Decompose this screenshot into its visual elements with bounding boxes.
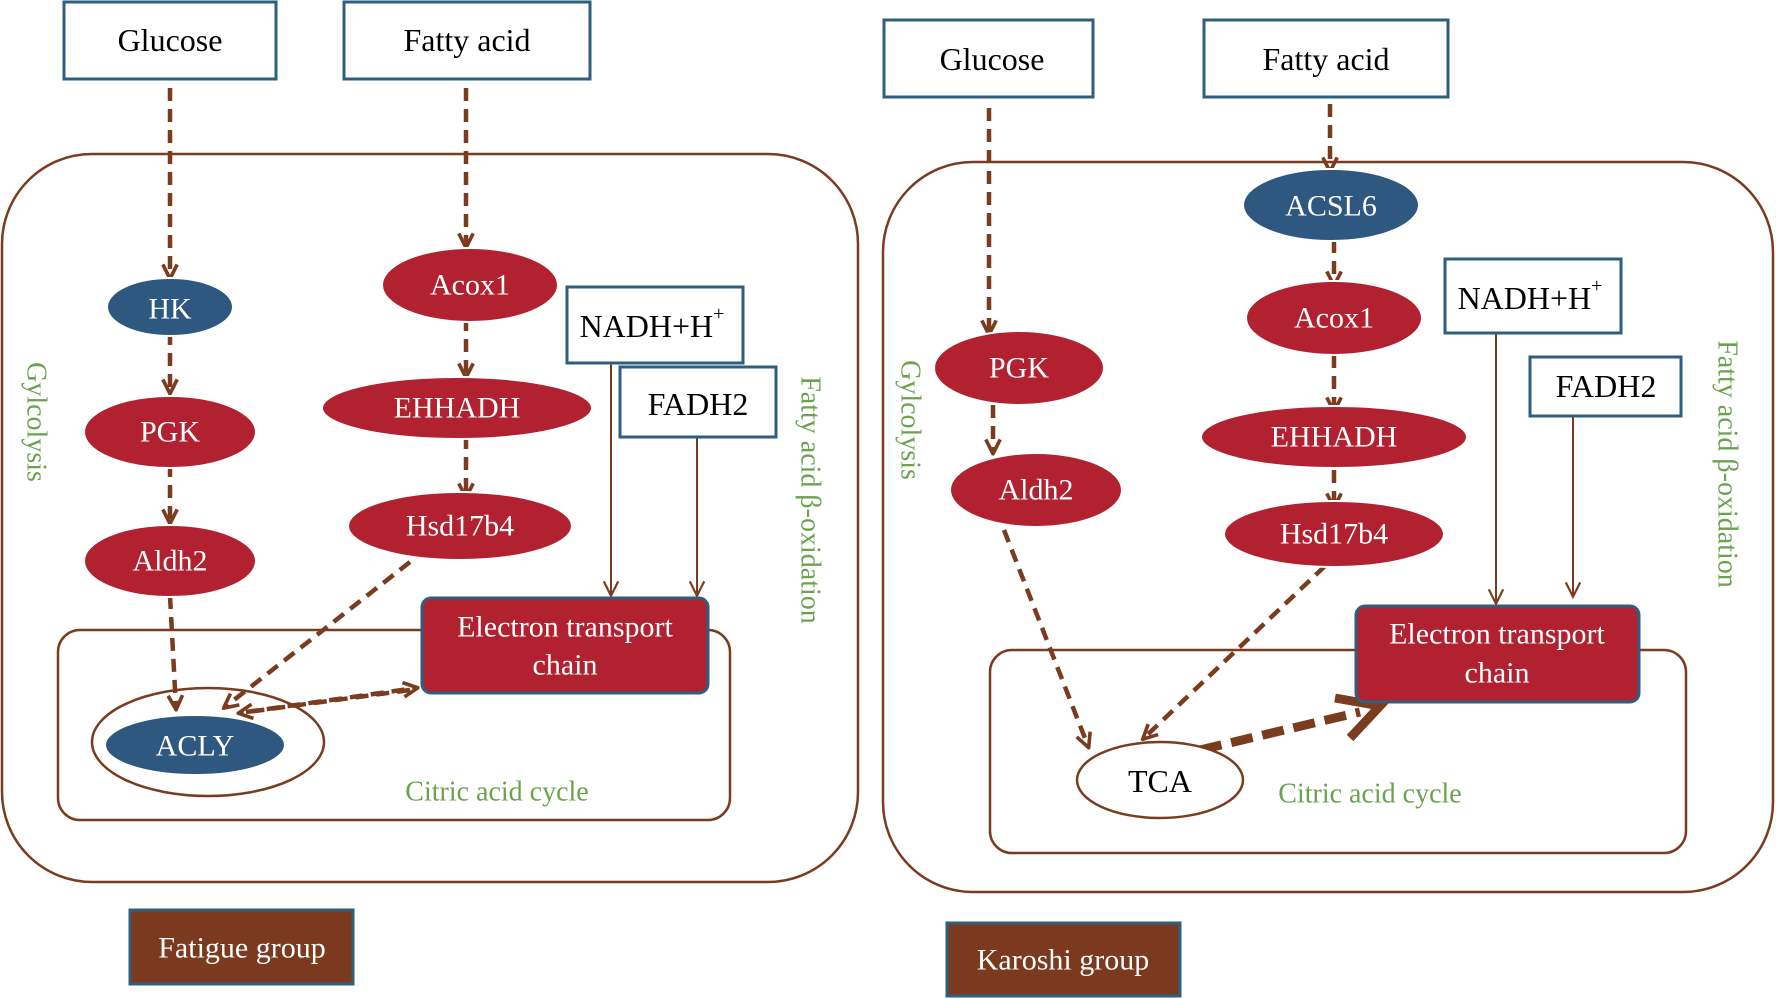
citric-acid-cycle-label: Citric acid cycle [405, 777, 588, 808]
etc-label-line1: Electron transport [457, 611, 673, 644]
glucose-box [62, 0, 278, 81]
ehhadh-enzyme [321, 376, 593, 440]
aldh2-label: Aldh2 [133, 545, 208, 578]
ehhadh-label: EHHADH [394, 392, 521, 425]
k-acox1-label: Acox1 [1294, 302, 1374, 335]
k-beta-oxidation-label: Fatty acid β-oxidation [1712, 340, 1743, 588]
fadh2-box [618, 365, 778, 439]
hk-label: HK [148, 293, 192, 326]
fatty-acid-box [342, 0, 592, 81]
tca-node [1075, 740, 1245, 820]
karoshi-group-badge [945, 921, 1182, 998]
k-fadh2-label: FADH2 [1556, 368, 1657, 404]
acox1-enzyme [381, 247, 559, 323]
pgk-label: PGK [140, 416, 200, 449]
k-ehhadh-enzyme [1200, 405, 1468, 469]
karoshi-thin-arrows [1496, 334, 1573, 602]
k-ehhadh-label: EHHADH [1271, 421, 1398, 454]
k-citric-acid-cycle-label: Citric acid cycle [1278, 779, 1461, 810]
arrow-k-tca-to-etc [1198, 707, 1362, 755]
fatigue-mitochondria-frame [56, 628, 732, 822]
acly-outline [90, 686, 326, 798]
nadh-box [565, 285, 745, 365]
fatigue-panel: Glucose Fatty acid NADH+H+ FADH2 HK PGK … [0, 0, 860, 986]
k-fatty-acid-box [1202, 18, 1450, 99]
k-pgk-enzyme [933, 330, 1105, 406]
hsd17b4-enzyme [347, 491, 573, 561]
k-glucose-box [882, 18, 1095, 99]
arrow-k-tca-to-etc-head [1334, 693, 1389, 742]
arrow-k-aldh2-to-tca [1001, 529, 1088, 746]
karoshi-panel: Glucose Fatty acid NADH+H+ FADH2 ACSL6 P… [881, 18, 1775, 998]
k-glucose-label: Glucose [940, 41, 1045, 77]
tca-label: TCA [1128, 763, 1192, 799]
etc-box [420, 596, 710, 695]
acly-label: ACLY [156, 730, 235, 763]
arrow-hsd17b4-to-acly [225, 560, 412, 707]
k-glycolysis-label: Gylcolysis [895, 360, 926, 480]
k-hsd17b4-enzyme [1223, 500, 1445, 568]
k-nadh-superscript: + [1591, 275, 1602, 297]
k-fatty-acid-label: Fatty acid [1262, 41, 1389, 77]
hsd17b4-label: Hsd17b4 [406, 510, 514, 543]
arrow-acly-to-etc [245, 688, 416, 715]
acox1-label: Acox1 [430, 269, 510, 302]
fatigue-cell-frame [0, 152, 860, 884]
fatigue-arrows [170, 88, 466, 713]
k-hsd17b4-label: Hsd17b4 [1280, 518, 1388, 551]
arrow-k-hsd17b4-to-tca [1144, 564, 1327, 738]
acsl6-enzyme [1242, 168, 1420, 242]
pgk-enzyme [83, 395, 257, 469]
k-aldh2-label: Aldh2 [999, 474, 1074, 507]
k-etc-label-line1: Electron transport [1389, 618, 1605, 651]
k-pgk-label: PGK [989, 352, 1049, 385]
nadh-label: NADH+H+ [580, 303, 725, 344]
k-etc-box [1354, 604, 1641, 704]
karoshi-mitochondria-frame [988, 648, 1688, 855]
acly-enzyme [104, 714, 286, 776]
fatty-acid-label: Fatty acid [403, 22, 530, 58]
acsl6-label: ACSL6 [1285, 190, 1377, 223]
k-etc-label-line2: chain [1465, 657, 1530, 690]
k-fadh2-box [1528, 355, 1683, 418]
k-aldh2-enzyme [949, 452, 1123, 528]
glucose-label: Glucose [118, 22, 223, 58]
fatigue-group-badge [128, 908, 355, 986]
beta-oxidation-label: Fatty acid β-oxidation [795, 376, 826, 624]
fadh2-label: FADH2 [648, 386, 749, 422]
nadh-superscript: + [713, 303, 724, 325]
k-nadh-box [1443, 257, 1623, 335]
k-acox1-enzyme [1245, 280, 1423, 356]
hk-enzyme [106, 277, 234, 337]
k-nadh-label: NADH+H+ [1458, 275, 1603, 316]
karoshi-arrows [989, 104, 1334, 746]
karoshi-bold-arrow [1198, 693, 1389, 755]
karoshi-group-label: Karoshi group [977, 944, 1149, 977]
fatigue-thin-arrows [611, 364, 697, 594]
fatigue-group-label: Fatigue group [158, 932, 325, 965]
aldh2-enzyme [83, 524, 257, 598]
glycolysis-label: Gylcolysis [21, 362, 52, 482]
etc-label-line2: chain [533, 649, 598, 682]
arrow-etc-to-acly [240, 687, 411, 713]
